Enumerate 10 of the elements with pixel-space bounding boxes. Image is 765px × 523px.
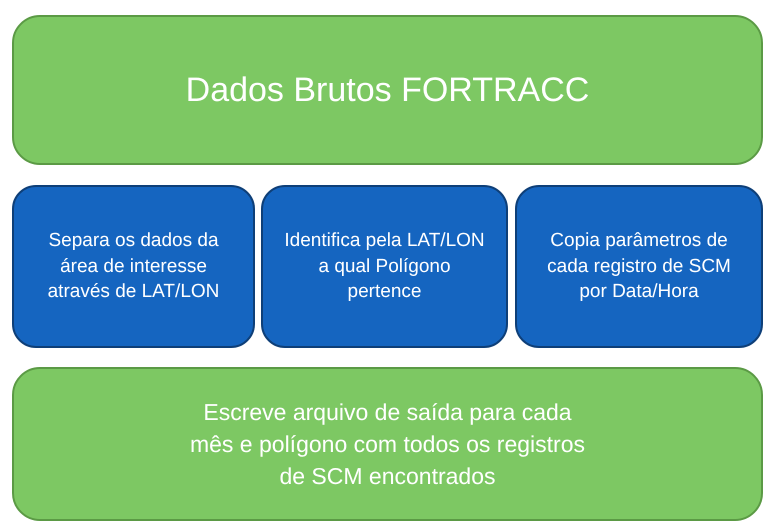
box-text: Identifica pela LAT/LON a qual Polígono pertence xyxy=(283,229,486,304)
box-text: Separa os dados da área de interesse através de LAT/LON xyxy=(46,229,220,304)
box-text: Escreve arquivo de saída para cada mês e polígono com todos os registros de SCM encontrados xyxy=(188,398,586,492)
process-box xyxy=(12,185,255,348)
process-box xyxy=(515,185,763,348)
process-box xyxy=(261,185,508,348)
box-text: Dados Brutos FORTRACC xyxy=(186,70,590,110)
box-text: Copia parâmetros de cada registro de SCM por Data/Hora xyxy=(546,229,732,304)
stage-box xyxy=(12,15,763,165)
stage-box xyxy=(12,367,763,521)
